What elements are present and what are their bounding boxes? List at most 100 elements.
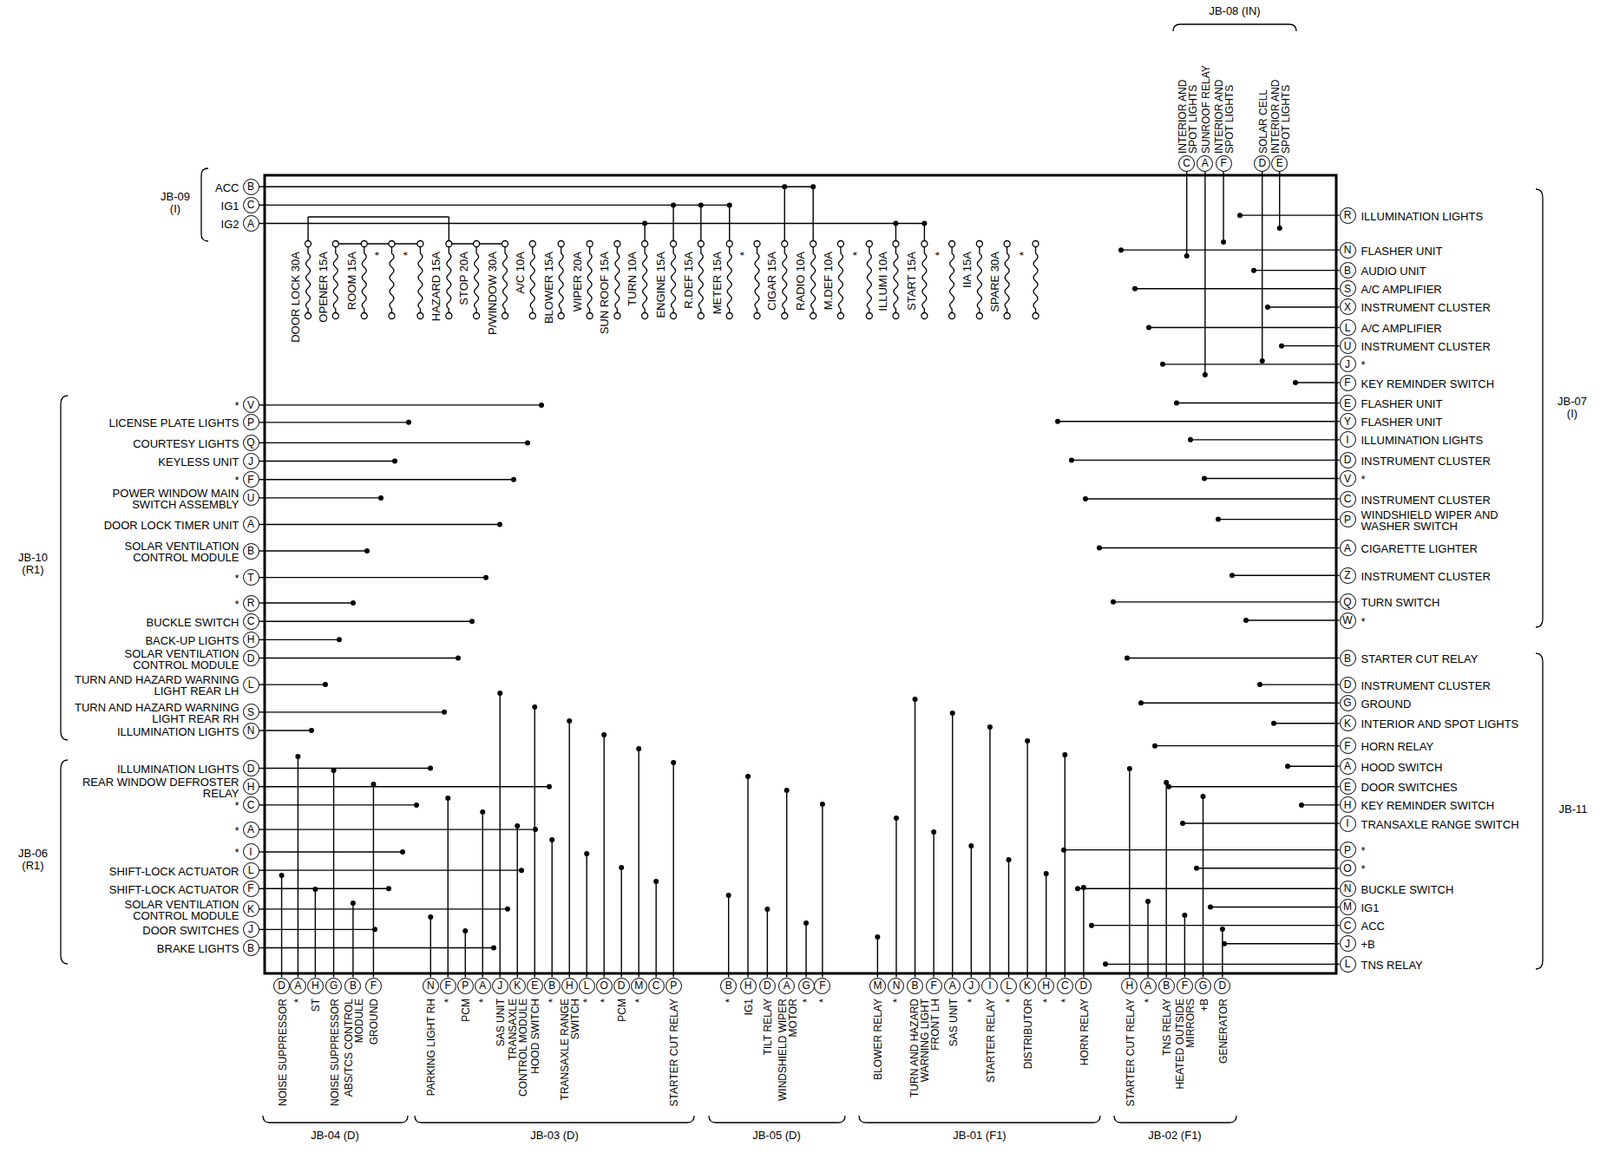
wire xyxy=(932,832,934,974)
pin-label: SHIFT-LOCK ACTUATOR xyxy=(70,884,240,896)
junction-dot xyxy=(350,600,356,606)
fuse-symbol xyxy=(922,247,927,314)
pin-lead xyxy=(1336,420,1340,422)
connector-pin: NPARKING LIGHT RH xyxy=(422,977,440,995)
junction-dot xyxy=(1237,212,1243,218)
fuse-terminal xyxy=(473,313,480,320)
pin-lead xyxy=(259,186,266,188)
junction-dot xyxy=(1202,372,1208,378)
pin-lead xyxy=(259,828,266,830)
wire xyxy=(264,421,409,423)
group-bracket xyxy=(201,168,209,242)
connector-pin: HIG1 xyxy=(740,977,757,995)
wire xyxy=(1085,498,1337,499)
pin-letter: X xyxy=(1344,301,1351,313)
pin-label: TRANSAXLE RANGE SWITCH xyxy=(559,998,581,1114)
fuse-terminal xyxy=(305,241,312,248)
wire xyxy=(1273,722,1337,724)
pin-label: KEYLESS UNIT xyxy=(70,456,240,468)
junction-dot xyxy=(1081,885,1087,891)
pin-lead xyxy=(1147,973,1148,978)
fuse-terminal xyxy=(810,313,817,320)
connector-pin: BTNS RELAY xyxy=(1158,977,1175,995)
connector-pin: ISTARTER RELAY xyxy=(981,977,998,995)
junction-dot xyxy=(336,636,342,643)
pin-lead xyxy=(1336,478,1340,479)
pin-lead xyxy=(259,639,266,641)
pin-label: DISTRIBUTOR xyxy=(1022,998,1034,1114)
fuse-symbol xyxy=(558,247,564,314)
pin-lead xyxy=(1336,657,1340,659)
pin-lead xyxy=(1222,171,1224,177)
fuse-terminal xyxy=(670,313,677,320)
wire xyxy=(603,734,605,974)
connector-pin: BSTARTER CUT RELAY xyxy=(1339,649,1357,667)
junction-dot xyxy=(1181,912,1187,919)
pin-label: GROUND xyxy=(1361,698,1535,710)
pin-lead xyxy=(1336,575,1340,577)
pin-label: * xyxy=(1004,998,1016,1114)
wire xyxy=(1165,782,1167,974)
connector-pin: R* xyxy=(242,595,260,612)
fuse-terminal xyxy=(557,241,564,248)
connector-pin: JSAS UNIT xyxy=(491,977,509,995)
pin-letter: F xyxy=(1344,377,1351,388)
junction-block-outline xyxy=(264,175,1337,974)
fuse-terminal xyxy=(529,313,536,320)
fuse-terminal xyxy=(1032,241,1039,248)
wire xyxy=(534,707,536,974)
pin-letter: D xyxy=(617,980,626,991)
pin-lead xyxy=(259,442,266,444)
junction-dot xyxy=(727,202,733,208)
pin-lead xyxy=(259,786,266,787)
wire xyxy=(1287,765,1337,767)
pin-lead xyxy=(970,973,972,978)
pin-letter: A xyxy=(949,980,957,991)
fuse-label: ENGINE 15A xyxy=(655,251,668,400)
junction-dot xyxy=(532,826,538,833)
connector-pin: RILLUMINATION LIGHTS xyxy=(1339,207,1357,224)
fuse-terminal xyxy=(949,313,956,320)
pin-lead xyxy=(620,973,622,978)
connector-pin: UINSTRUMENT CLUSTER xyxy=(1339,337,1357,355)
connector-pin: HKEY REMINDER SWITCH xyxy=(1339,796,1357,814)
wire xyxy=(264,478,514,480)
junction-dot xyxy=(1201,476,1207,482)
fuse-label: * xyxy=(851,251,864,400)
junction-dot xyxy=(1219,926,1226,932)
pin-letter: N xyxy=(247,725,256,736)
pin-lead xyxy=(1336,849,1340,851)
wire xyxy=(1091,924,1337,926)
connector-pin: J+B xyxy=(1339,935,1357,952)
pin-letter: K xyxy=(513,980,521,991)
pin-letter: B xyxy=(247,943,255,954)
pin-label: A/C AMPLIFIER xyxy=(1361,283,1535,296)
junction-dot xyxy=(1082,496,1089,502)
pin-letter: O xyxy=(600,980,609,991)
pin-label: * xyxy=(70,800,240,812)
wire xyxy=(1259,683,1337,685)
pin-lead xyxy=(1336,327,1340,328)
junction-dot xyxy=(469,618,475,624)
group-bracket xyxy=(1114,1115,1237,1123)
pin-label: WINDSHIELD WIPER MOTOR xyxy=(777,998,799,1114)
pin-lead xyxy=(259,929,266,931)
pin-lead xyxy=(1336,288,1340,289)
pin-letter: C xyxy=(247,616,256,627)
connector-pin: DHORN RELAY xyxy=(1075,977,1092,995)
fuse-label: IIA 15A xyxy=(961,251,974,400)
pin-letter: Q xyxy=(1343,596,1351,608)
fuse-symbol xyxy=(950,247,955,314)
junction-dot xyxy=(745,773,751,780)
pin-letter: N xyxy=(426,980,435,991)
wire xyxy=(264,657,459,659)
pin-letter: P xyxy=(247,417,255,428)
connector-pin: KINTERIOR AND SPOT LIGHTS xyxy=(1339,714,1357,732)
connector-pin: DSOLAR CELL xyxy=(1253,155,1271,172)
connector-pin: QTURN SWITCH xyxy=(1339,593,1357,610)
pin-label: GROUND xyxy=(368,998,380,1114)
pin-lead xyxy=(430,973,432,978)
connector-pin: V* xyxy=(242,396,260,414)
pin-label: GENERATOR xyxy=(1218,998,1229,1114)
wire xyxy=(1113,601,1337,603)
